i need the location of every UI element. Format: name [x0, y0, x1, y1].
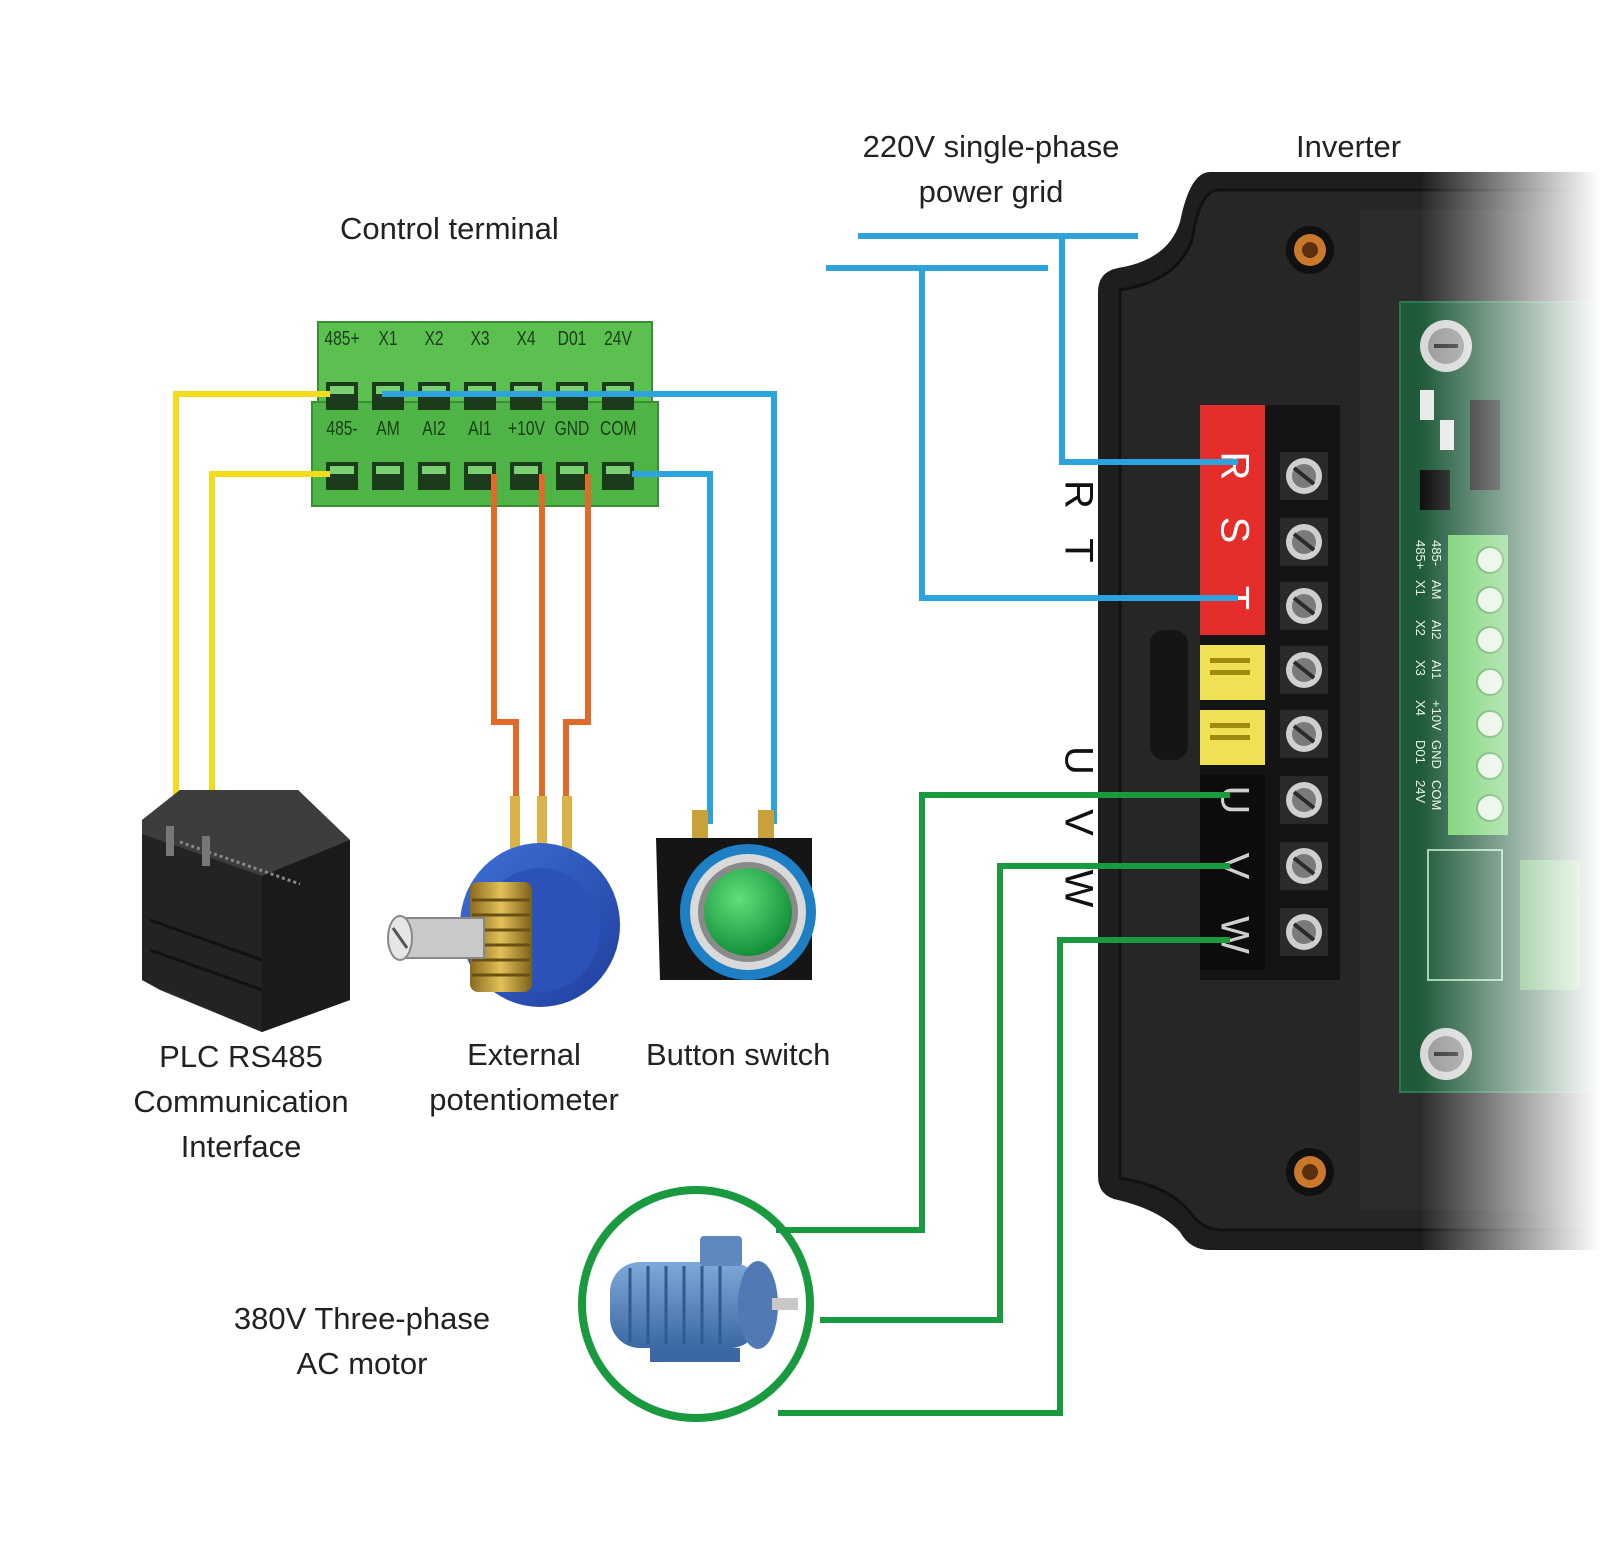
- block-label-w: W: [1212, 916, 1256, 954]
- terminal-screw-4-icon: [1280, 710, 1328, 758]
- mount-screw-bottom-icon: [1286, 1148, 1334, 1196]
- terminal-label-ai1: AI1: [468, 418, 492, 440]
- wire-GND: [563, 474, 591, 806]
- motor-icon: [578, 1186, 814, 1422]
- label-inverter: Inverter: [1296, 129, 1402, 164]
- terminal-screw-2-icon: [1280, 582, 1328, 630]
- label-power-grid: 220V single-phase power grid: [826, 124, 1156, 214]
- wire-W: [778, 937, 1230, 1416]
- terminal-screw-3-icon: [1280, 646, 1328, 694]
- phase-label-V: V: [1056, 809, 1101, 836]
- button-switch-icon: [656, 810, 816, 980]
- wire-T: [919, 268, 1238, 601]
- block-label-u: U: [1212, 786, 1256, 815]
- label-potentiometer-line1: External: [467, 1037, 581, 1072]
- mount-screw-top-icon: [1286, 226, 1334, 274]
- wire-485plus: [173, 391, 330, 840]
- wire-AI1: [491, 474, 519, 806]
- terminal-screw-1-icon: [1280, 518, 1328, 566]
- label-motor-line1: 380V Three-phase: [233, 1301, 491, 1336]
- plc-device-icon: [142, 790, 350, 1032]
- terminal-label-x2: X2: [424, 328, 444, 350]
- terminal-label-x4: X4: [516, 328, 536, 350]
- wire-485minus: [209, 471, 330, 856]
- terminal-label-10v: +10V: [508, 418, 545, 440]
- wire-X1: [382, 391, 777, 824]
- wire-R: [1059, 236, 1238, 465]
- terminal-label-d01: D01: [557, 328, 587, 350]
- phase-label-U: U: [1056, 746, 1101, 775]
- label-plc-line3: Interface: [180, 1129, 302, 1164]
- terminal-screw-5-icon: [1280, 776, 1328, 824]
- terminal-screw-0-icon: [1280, 452, 1328, 500]
- motor-circle: [578, 1186, 814, 1422]
- label-potentiometer-line2: potentiometer: [429, 1082, 619, 1117]
- terminal-label-x3: X3: [470, 328, 490, 350]
- label-power-grid-line1: 220V single-phase: [862, 129, 1120, 164]
- block-label-r: R: [1212, 452, 1256, 481]
- terminal-label-485: 485+: [324, 328, 360, 350]
- label-plc-line1: PLC RS485: [159, 1039, 323, 1074]
- wires: [173, 233, 1238, 1416]
- label-motor-line2: AC motor: [296, 1346, 428, 1381]
- power-terminal-screws: [1280, 452, 1328, 956]
- terminal-label-com: COM: [600, 418, 637, 440]
- label-potentiometer: External potentiometer: [404, 1032, 644, 1122]
- label-motor: 380V Three-phase AC motor: [212, 1296, 512, 1386]
- label-plc-line2: Communication: [133, 1084, 349, 1119]
- terminal-label-gnd: GND: [554, 418, 590, 440]
- inverter: 485+X1X2X3X4D0124V485-AMAI2AI1+10VGNDCOM…: [1098, 160, 1600, 1260]
- label-button-switch: Button switch: [646, 1037, 831, 1072]
- potentiometer-icon: [387, 796, 620, 1007]
- terminal-screw-7-icon: [1280, 908, 1328, 956]
- phase-label-R: R: [1056, 480, 1101, 509]
- terminal-label-24v: 24V: [604, 328, 632, 350]
- terminal-screw-6-icon: [1280, 842, 1328, 890]
- control-terminal-block: [311, 321, 659, 507]
- phase-label-T: T: [1056, 538, 1101, 563]
- terminal-label-ai2: AI2: [422, 418, 446, 440]
- label-plc: PLC RS485 Communication Interface: [106, 1034, 376, 1169]
- terminal-label-485: 485-: [326, 418, 358, 440]
- phase-label-W: W: [1056, 869, 1101, 908]
- terminal-label-x1: X1: [378, 328, 398, 350]
- block-label-s: S: [1212, 517, 1256, 544]
- wire-COM: [632, 471, 713, 824]
- terminal-slots: [326, 382, 634, 490]
- label-control-terminal: Control terminal: [340, 211, 559, 246]
- label-power-grid-line2: power grid: [918, 174, 1064, 209]
- wire-V: [820, 863, 1230, 1323]
- terminal-label-am: AM: [376, 418, 400, 440]
- wire-U: [776, 792, 1230, 1233]
